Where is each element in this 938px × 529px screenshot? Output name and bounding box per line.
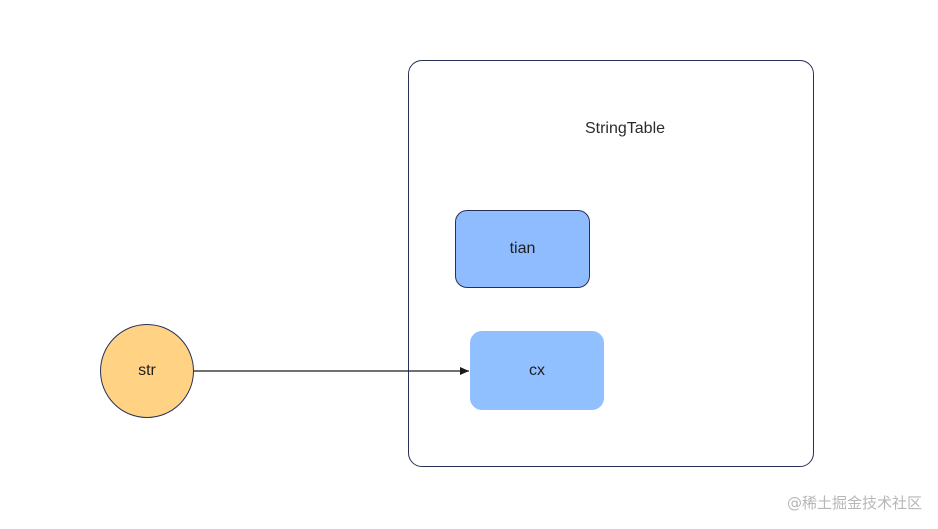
- node-cx: cx: [470, 331, 604, 410]
- watermark: @稀土掘金技术社区: [786, 494, 922, 512]
- node-str-label: str: [138, 362, 156, 379]
- stringtable-title: StringTable: [584, 120, 666, 137]
- node-tian-label: tian: [509, 240, 536, 257]
- node-cx-label: cx: [529, 361, 545, 379]
- node-str: str: [100, 324, 194, 418]
- node-tian: tian: [455, 210, 590, 288]
